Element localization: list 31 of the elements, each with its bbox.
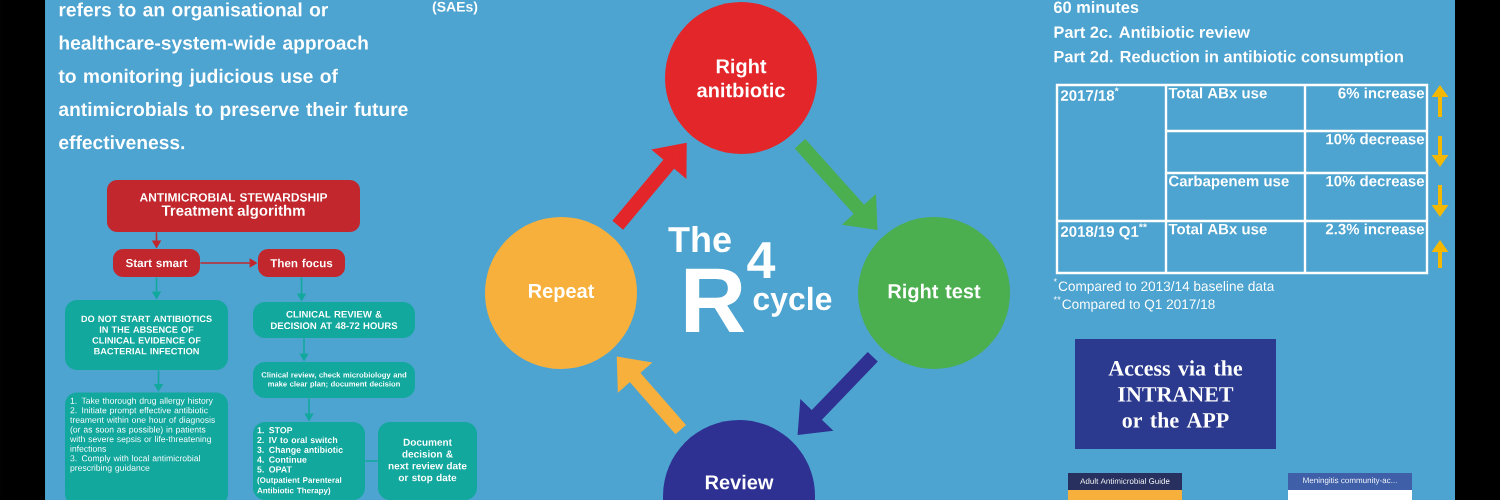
step-box: Then focus <box>258 249 345 277</box>
note-text: (SAEs) <box>432 1 478 15</box>
screen-title: Meningitis community-ac... <box>1303 477 1397 485</box>
footnote: $^{**}$Compared to Q1 2017/18 <box>1053 296 1215 312</box>
action-box: 1. Take thorough drug allergy history 2. Initiate prompt effective antibiotic treament within one hour of diagnosis (or as soon as possible) in patients with severe sepsis or life-threatening infections 3. Comply with local antimicrobial prescribing guidance <box>65 392 228 500</box>
title-box: ANTIMICROBIAL STEWARDSHIP Treatment algorithm <box>107 180 360 232</box>
step-box: Start smart <box>113 249 200 277</box>
table-text: Carbapenem use <box>1169 175 1289 190</box>
info-box: Access via the INTRANET or the APP <box>1075 339 1276 449</box>
action-box: CLINICAL REVIEW & DECISION AT 48-72 HOURS <box>253 302 415 338</box>
table-text: Total ABx use <box>1168 223 1267 235</box>
action-box: Document decision & next review date or stop date <box>378 422 477 500</box>
title-text: The <box>668 225 731 253</box>
table-text: 2018/19 Q1$^{**}$ <box>1060 223 1147 240</box>
heading-text: Part 2c. Antibiotic review <box>1054 26 1250 39</box>
action-box: 1. STOP 2. IV to oral switch 3. Change antibiotic 4. Continue 5. OPAT (Outpatient Parenteral Antibiotic Therapy) <box>253 422 365 500</box>
title-text: 4 <box>747 242 776 278</box>
table-text: 2017/18$^{*}$ <box>1060 87 1119 101</box>
connector-line <box>364 460 379 462</box>
title-text: R <box>685 268 745 332</box>
heading-text: Part 2d. Reduction in antibiotic consumption <box>1054 50 1403 66</box>
table-text: 6% increase <box>1338 87 1425 99</box>
paragraph: refers to an organisational or healthcare-system-wide approach to monitoring judicious use of antimicrobials to preserve their future effectiveness. <box>58 2 408 150</box>
table-text: 10% decrease <box>1326 175 1425 187</box>
table-text: 10% decrease <box>1326 133 1425 145</box>
screen-title: Adult Antimicrobial Guide <box>1080 478 1170 484</box>
heading-text: 60 minutes <box>1054 1 1139 14</box>
table-text: Total ABx use <box>1168 87 1267 99</box>
table-text: 2.3% increase <box>1325 223 1425 235</box>
footnote: $^{*}$Compared to 2013/14 baseline data <box>1053 278 1275 294</box>
action-box: DO NOT START ANTIBIOTICS IN THE ABSENCE OF CLINICAL EVIDENCE OF BACTERIAL INFECTION <box>65 300 228 370</box>
